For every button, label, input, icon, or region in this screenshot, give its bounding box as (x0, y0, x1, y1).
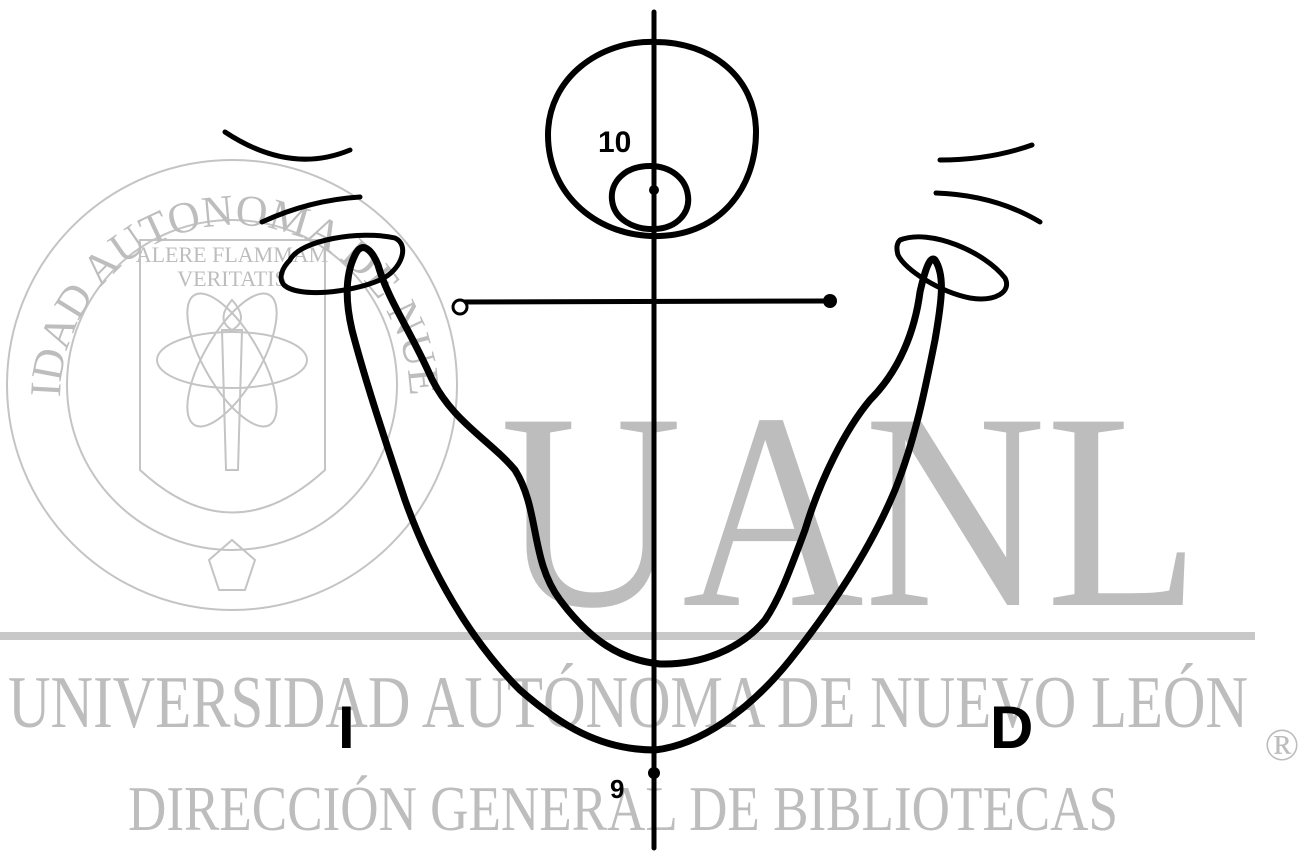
seal-motto-line2: VERITATIS (177, 266, 286, 291)
seal-bottom-emblem (209, 540, 255, 590)
watermark-big-letters: UANL (500, 355, 1200, 666)
seal-ring-text: UNIVERSIDAD AUTONOMA DE NUEVO LEON (0, 0, 449, 398)
right-ear-arc-lower (936, 193, 1040, 222)
right-condyle-ellipse (897, 237, 1007, 299)
seal-motto-line1: ALERE FLAMMAM (136, 242, 329, 267)
left-ear-arc-upper (225, 132, 350, 159)
watermark-divider (0, 632, 1255, 640)
registered-mark: ® (1265, 719, 1300, 770)
bar-right-endpoint (823, 294, 837, 308)
horizontal-bar (460, 301, 830, 302)
label-right-side: D (990, 694, 1033, 761)
inner-small-circle (612, 166, 688, 229)
seal-torch (222, 330, 242, 470)
bar-left-endpoint (453, 300, 467, 314)
seal-torch-flame (224, 300, 242, 330)
right-ear-arc-upper (940, 145, 1032, 160)
point-10-dot (649, 185, 659, 195)
label-left-side: I (338, 694, 355, 761)
label-point-10: 10 (598, 126, 631, 159)
seal-atom-orbit-1 (157, 332, 307, 388)
label-point-9: 9 (610, 774, 624, 804)
point-9-dot (648, 767, 660, 779)
watermark-line1: UNIVERSIDAD AUTÓNOMA DE NUEVO LEÓN (8, 662, 1248, 744)
